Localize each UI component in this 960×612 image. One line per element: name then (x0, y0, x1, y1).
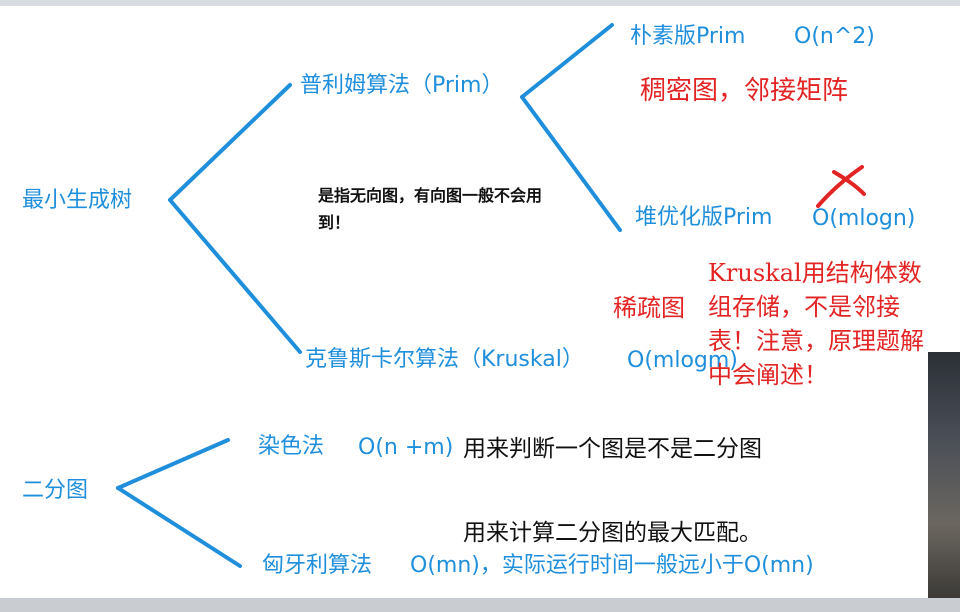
node-mst: 最小生成树 (22, 188, 133, 213)
bottom-border (0, 598, 960, 612)
node-prim-naive: 朴素版Prim (630, 24, 746, 49)
node-prim-heap: 堆优化版Prim (635, 205, 773, 230)
node-prim-heap-complexity: O(mlogn) (812, 206, 916, 231)
note-dense: 稠密图，邻接矩阵 (640, 76, 849, 106)
top-border (0, 0, 960, 6)
branch-mst-prim (168, 83, 292, 202)
node-bipartite: 二分图 (22, 478, 89, 503)
node-prim: 普利姆算法（Prim） (300, 73, 504, 98)
node-prim-naive-complexity: O(n^2) (794, 24, 875, 49)
note-coloring-use: 用来判断一个图是不是二分图 (463, 436, 762, 462)
branch-mst-kruskal (168, 198, 302, 354)
strike-mark (816, 165, 866, 208)
branch-bip-coloring (116, 438, 230, 490)
node-coloring-complexity: O(n +m) (358, 435, 454, 460)
node-hungarian-complexity: O(mn)，实际运行时间一般远小于O(mn) (410, 553, 814, 578)
node-kruskal-complexity: O(mlogm) (627, 348, 738, 373)
branch-prim-heap (520, 95, 622, 232)
note-undirected: 是指无向图，有向图一般不会用到！ (318, 186, 543, 232)
note-sparse: 稀疏图 (613, 294, 685, 322)
branch-prim-naive (520, 23, 614, 99)
branch-bip-hungarian (116, 486, 242, 568)
node-coloring: 染色法 (258, 434, 325, 459)
note-kruskal: Kruskal用结构体数组存储，不是邻接表！注意，原理题解中会阐述！ (708, 259, 924, 389)
note-hungarian-use: 用来计算二分图的最大匹配。 (463, 520, 762, 546)
webcam-thumbnail (928, 352, 960, 598)
node-hungarian: 匈牙利算法 (262, 553, 373, 578)
node-kruskal: 克鲁斯卡尔算法（Kruskal） (305, 347, 584, 372)
